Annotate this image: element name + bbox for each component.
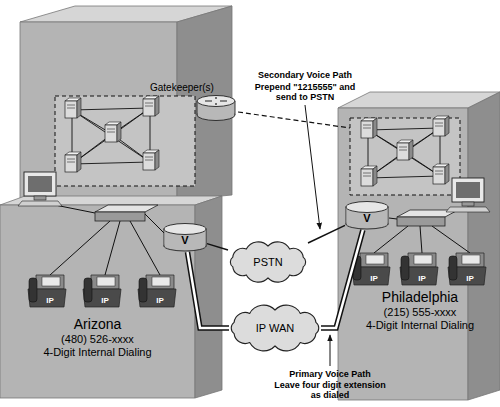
- connector-inner: [187, 252, 229, 328]
- mesh-link: [72, 110, 150, 162]
- site-detail: 4-Digit Internal Dialing: [43, 346, 151, 359]
- building-top: [0, 196, 222, 205]
- ip-phone: [83, 275, 121, 307]
- site-name: Arizona: [74, 316, 121, 333]
- pstn-link: [308, 225, 345, 243]
- mesh-link: [72, 162, 150, 164]
- server-icon: [105, 122, 121, 142]
- lan-switch: [397, 210, 458, 226]
- voice-gateway: V: [345, 200, 389, 230]
- server-icon: [143, 96, 159, 116]
- server-icon: [433, 116, 449, 136]
- server-cluster: [65, 96, 449, 186]
- callout-arrow: [305, 105, 320, 229]
- gateway-mark: V: [363, 212, 370, 224]
- ip-phone: [28, 275, 66, 307]
- building-side: [468, 92, 500, 400]
- callout-arrow: [330, 335, 331, 366]
- gatekeeper-link: [238, 112, 350, 128]
- ip-phone: [138, 275, 176, 307]
- callout-note: Prepend "1215555" and send to PSTN: [243, 82, 367, 102]
- server-icon: [361, 166, 377, 186]
- phone-badge: IP: [95, 296, 115, 305]
- gatekeeper-label: Gatekeeper(s): [150, 82, 242, 94]
- phone-badge: IP: [412, 274, 432, 283]
- server-icon: [433, 164, 449, 184]
- mesh-link: [368, 176, 440, 178]
- router-icon: [196, 94, 236, 122]
- mesh-link: [72, 108, 150, 110]
- site-building: Philadelphia(215) 555-xxxx4-Digit Intern…: [345, 289, 495, 339]
- site-detail: 4-Digit Internal Dialing: [366, 319, 474, 332]
- gateway-mark: V: [181, 234, 188, 246]
- mesh-link: [368, 128, 440, 130]
- cluster-box: [350, 118, 460, 195]
- server-icon: [143, 150, 159, 170]
- server-icon: [65, 98, 81, 118]
- phone-badge: IP: [150, 296, 170, 305]
- computer: [446, 178, 490, 212]
- network-cloud: IP WAN: [225, 303, 325, 353]
- server-icon: [397, 140, 413, 160]
- callout-title: Primary Voice Path: [268, 369, 392, 379]
- voice-gateway: V: [163, 222, 207, 252]
- phone-badge: IP: [460, 274, 480, 283]
- lan-switch: [95, 205, 158, 221]
- mesh-link: [368, 130, 440, 176]
- site-building: Arizona(480) 526-xxxx4-Digit Internal Di…: [0, 316, 195, 378]
- network-cloud: PSTN: [224, 239, 312, 285]
- computer: [18, 172, 62, 206]
- mesh-link: [368, 128, 440, 178]
- gatekeeper-router: Gatekeeper(s): [150, 82, 242, 122]
- cloud-label: IP WAN: [256, 322, 295, 335]
- pstn-link: [207, 244, 228, 250]
- phone-badge: IP: [364, 274, 384, 283]
- connector-line: [321, 230, 363, 328]
- callout-note: Leave four digit extension as dialed: [268, 380, 392, 400]
- site-detail: (480) 526-xxxx: [61, 333, 134, 346]
- connector-line: [308, 225, 345, 243]
- cloud-label: PSTN: [253, 256, 282, 269]
- wan-link: [187, 252, 229, 328]
- server-icon: [361, 118, 377, 138]
- ip-phone: [400, 253, 438, 285]
- site-name: Philadelphia: [382, 289, 458, 306]
- server-icon: [65, 152, 81, 172]
- connector-line: [187, 252, 229, 328]
- callout-title: Secondary Voice Path: [243, 70, 367, 80]
- cluster-box: [55, 96, 195, 186]
- site-detail: (215) 555-xxxx: [384, 306, 457, 319]
- mesh-link: [72, 108, 150, 164]
- wan-link: [321, 230, 363, 328]
- connector-line: [207, 244, 228, 250]
- connector-inner: [321, 230, 363, 328]
- ip-phone: [448, 253, 486, 285]
- phone-badge: IP: [40, 296, 60, 305]
